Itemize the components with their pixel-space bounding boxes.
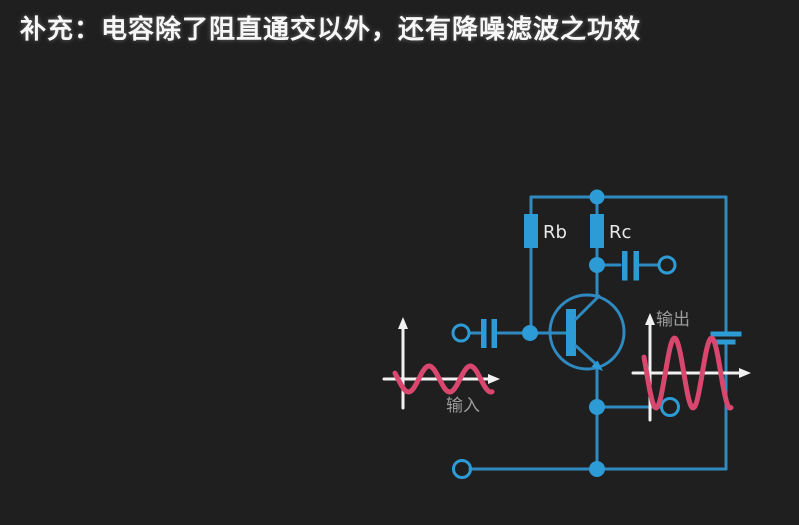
resistor-rb-body [524, 214, 538, 248]
output-cap-plate-left [622, 251, 628, 281]
junction-bottom-rail [589, 461, 605, 477]
input-label: 输入 [446, 396, 480, 416]
input-terminal [451, 323, 471, 343]
junction-base [522, 325, 538, 341]
transistor-emitter-arrow-icon [591, 360, 603, 371]
input-waveform-plot: 输入 [382, 317, 500, 416]
output-terminal [657, 255, 677, 275]
transistor-collector-line [574, 294, 601, 321]
junction-top-rail [589, 189, 605, 205]
resistor-rc-label: Rc [609, 222, 631, 243]
input-coupling-capacitor-symbol [481, 319, 497, 348]
junction-collector [589, 257, 605, 273]
terminals [451, 255, 680, 479]
resistor-rb-label: Rb [543, 222, 567, 243]
ground-terminal [452, 459, 472, 479]
emitter-terminal [660, 397, 680, 417]
input-sine-wave [392, 363, 495, 395]
resistor-rb: Rb [524, 214, 567, 248]
junction-dots [522, 189, 605, 477]
npn-transistor-symbol [548, 293, 626, 371]
input-cap-plate-right [491, 319, 497, 348]
slide-title: 补充：电容除了阻直通交以外，还有降噪滤波之功效 [20, 15, 642, 45]
input-x-axis-arrow-icon [488, 374, 500, 384]
input-y-axis-arrow-icon [398, 317, 408, 329]
output-x-axis-arrow-icon [739, 368, 751, 378]
output-sine-wave [641, 335, 734, 411]
transistor-base-bar [566, 309, 576, 356]
output-y-axis-arrow-icon [645, 313, 655, 325]
output-coupling-capacitor-symbol [622, 251, 639, 281]
input-cap-plate-left [481, 319, 487, 348]
junction-emitter [589, 399, 605, 415]
battery-symbol [710, 331, 742, 345]
output-waveform-plot: 输出 [631, 310, 751, 422]
transistor-emitter-line [574, 344, 598, 366]
battery-short-plate [716, 339, 736, 345]
output-label: 输出 [656, 310, 690, 330]
resistor-rc-body [590, 214, 604, 248]
battery-long-plate [710, 331, 742, 337]
resistor-rc: Rc [590, 214, 631, 248]
transistor-circle [548, 293, 626, 371]
output-cap-plate-right [633, 251, 639, 281]
